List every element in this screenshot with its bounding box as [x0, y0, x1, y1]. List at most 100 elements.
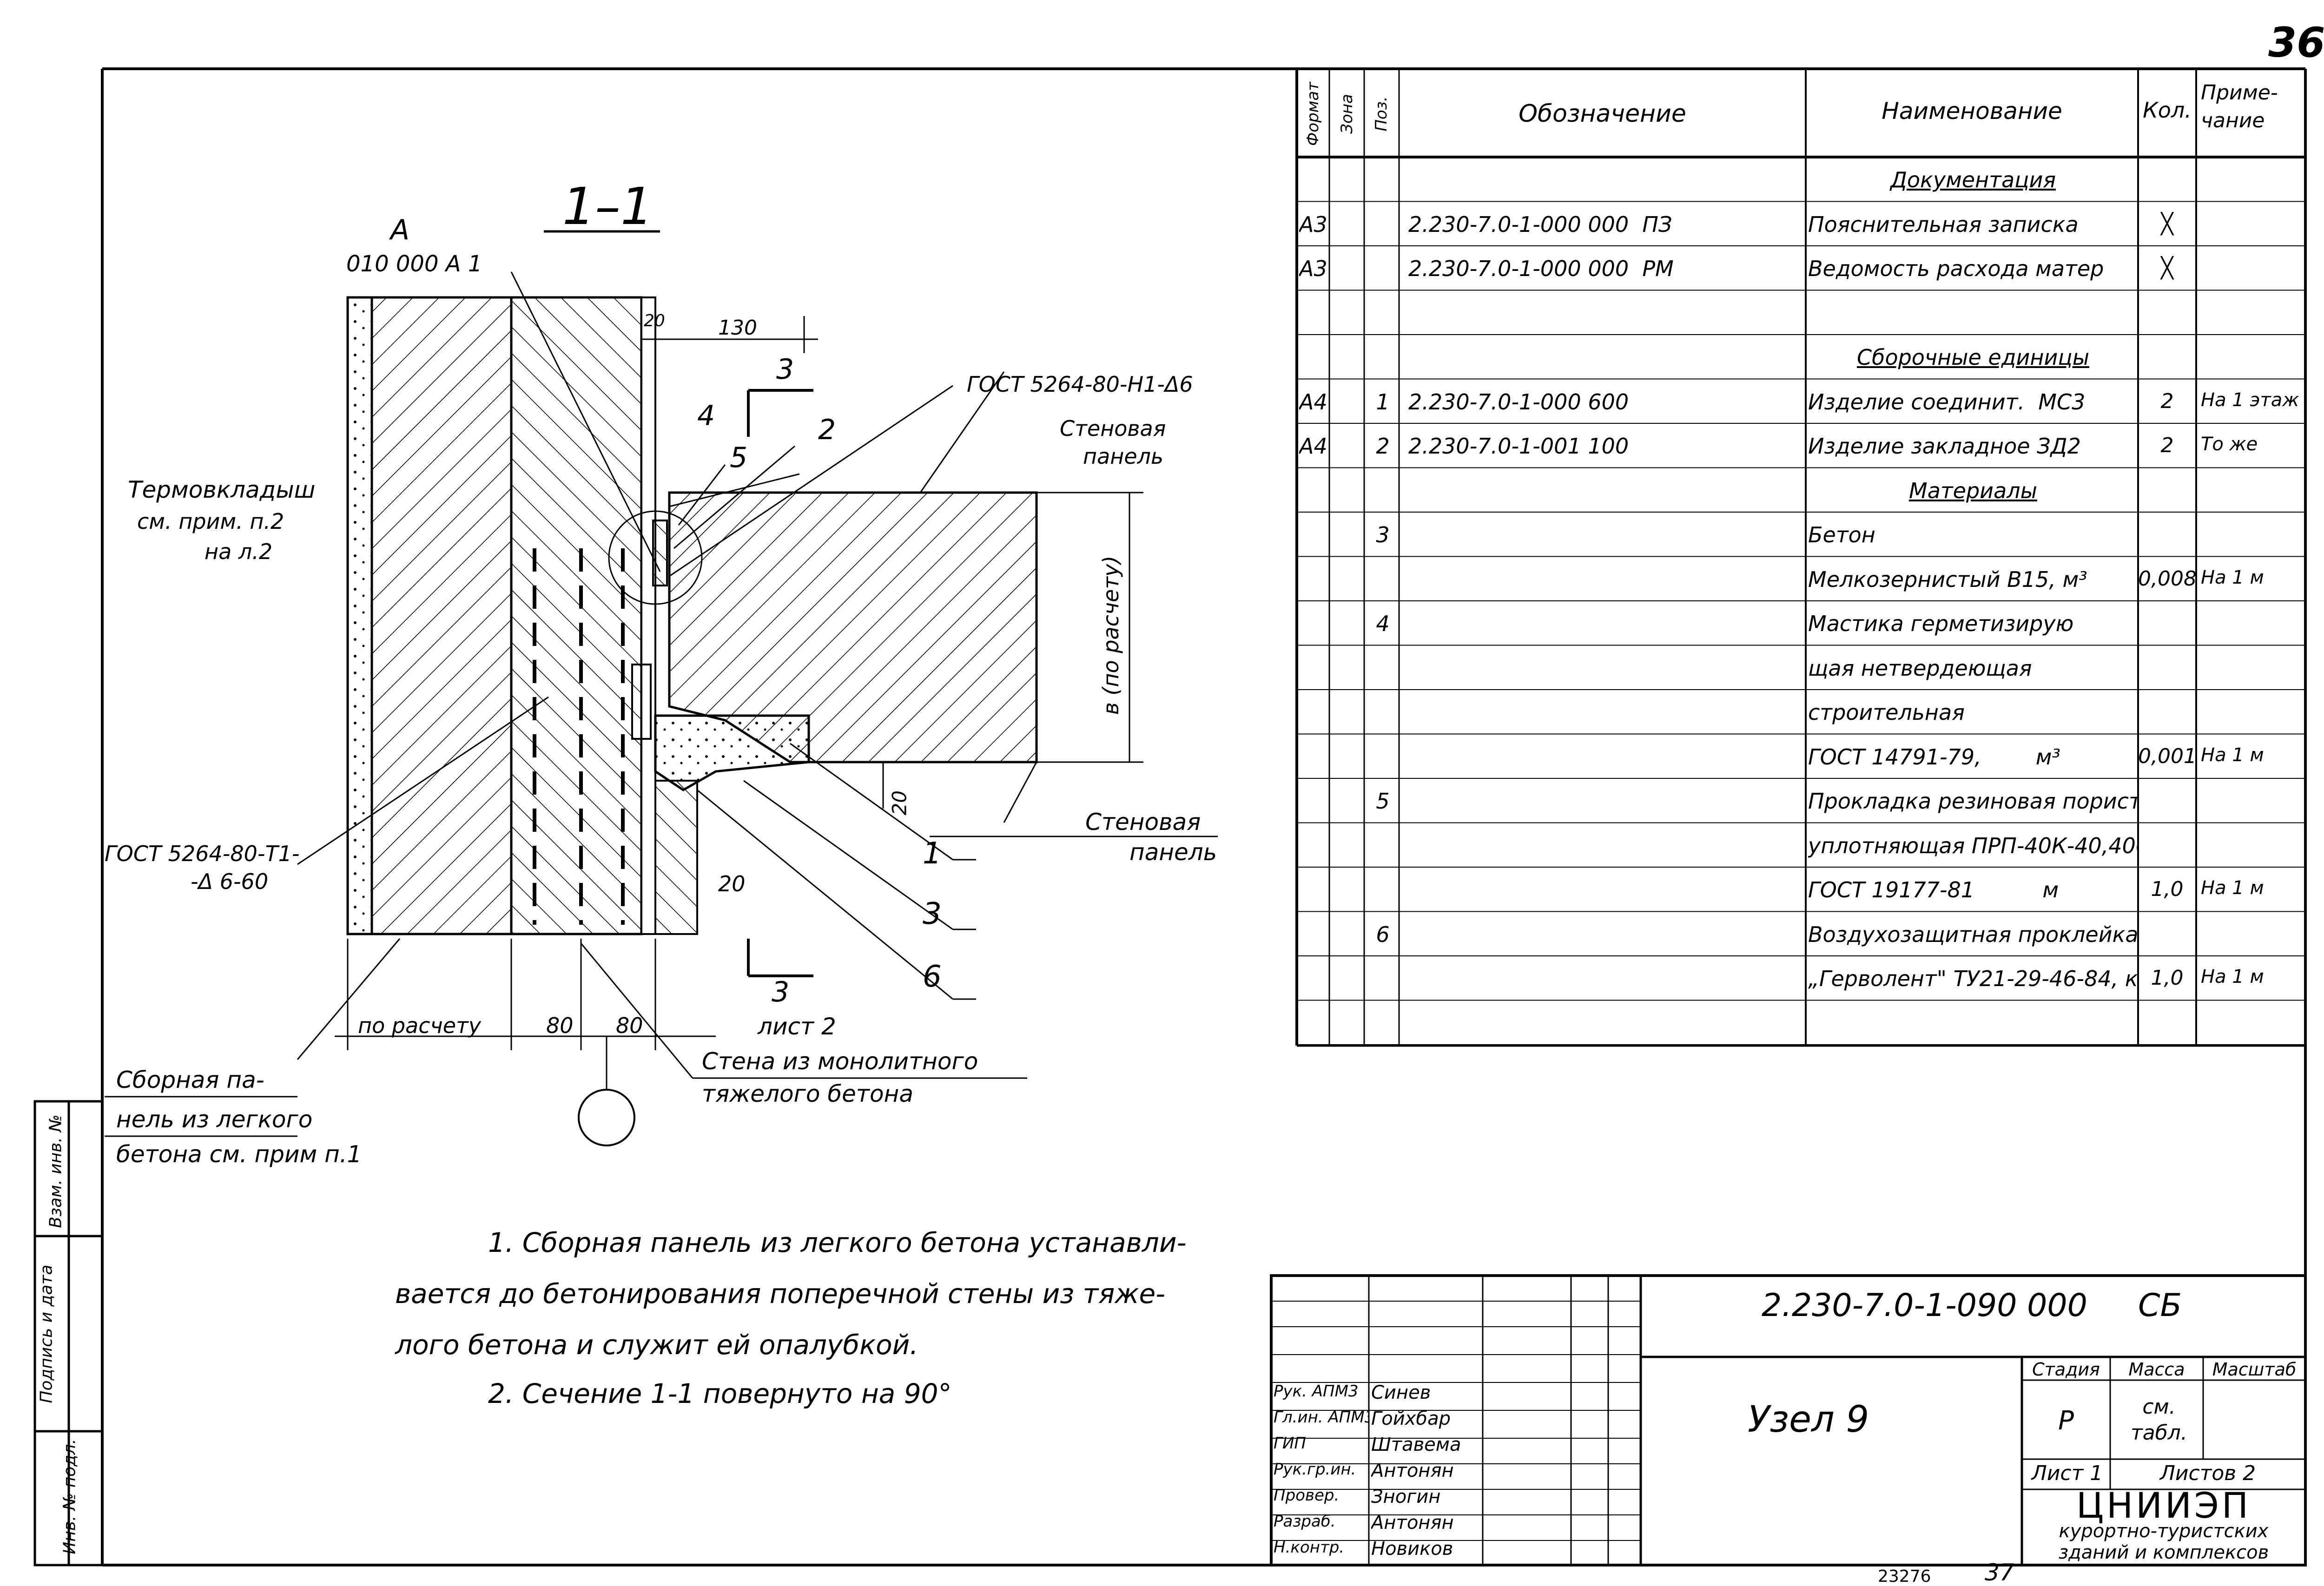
footer-page: 37 — [1985, 1559, 2014, 1586]
note-line-3: лого бетона и служит ей опалубкой. — [395, 1329, 918, 1361]
spec-cell-designation: 2.230-7.0-1-000 600 — [1408, 389, 1629, 415]
spec-cell-designation: 2.230-7.0-1-001 100 — [1408, 434, 1629, 459]
spec-header-name: Наименование — [1882, 98, 2062, 125]
spec-cell-name: Сборочные единицы — [1856, 345, 2090, 370]
spec-cell-name: щая нетвердеющая — [1808, 655, 2032, 681]
callout-6: 6 — [923, 960, 942, 994]
signer-role: Рук. АПМ3 — [1274, 1382, 1359, 1401]
spec-cell-name: строительная — [1808, 700, 1965, 725]
spec-cell-designation: 2.230-7.0-1-000 000 ПЗ — [1408, 211, 1672, 237]
spec-cell-qty: 1,0 — [2151, 966, 2184, 990]
ref-a-code: 010 000 А 1 — [346, 251, 482, 277]
spec-cell-pos: 6 — [1376, 921, 1390, 947]
monolith-wall-label-1: Стена из монолитного — [702, 1048, 978, 1075]
section-arrow-3-bottom: 3 — [772, 976, 790, 1008]
spec-cell-name: Прокладка резиновая пористая — [1808, 789, 2138, 814]
dim-20-low: 20 — [718, 871, 746, 896]
spec-cell-name: Пояснительная записка — [1808, 211, 2079, 237]
signer-role: Н.контр. — [1274, 1538, 1345, 1557]
callout-5: 5 — [730, 441, 748, 474]
weld-left-2: -Δ 6-60 — [191, 869, 269, 894]
weld-top: ГОСТ 5264-80-Н1-Δ6 — [967, 372, 1193, 397]
callout-3: 3 — [923, 897, 942, 931]
spec-cell-qty: 1,0 — [2151, 877, 2184, 901]
signer-role: ГИП — [1274, 1434, 1306, 1453]
spec-cell-qty: 0,001 — [2138, 744, 2196, 768]
spec-cell-note: На 1 м — [2201, 877, 2264, 899]
spec-cell-name: Документация — [1890, 167, 2056, 192]
stamp-inv-podl: Инв. № подл. — [60, 1439, 79, 1554]
wall-panel-right-1: Стеновая — [1085, 809, 1201, 836]
mass-label: Масса — [2128, 1359, 2185, 1380]
spec-cell-name: Материалы — [1909, 478, 2037, 503]
spec-cell-name: Бетон — [1808, 522, 1875, 547]
spec-cell-name: ГОСТ 14791-79, м³ — [1808, 744, 2060, 770]
dim-130: 130 — [718, 316, 757, 340]
dim-80b: 80 — [616, 1013, 643, 1038]
weld-left-1: ГОСТ 5264-80-Т1- — [105, 841, 300, 866]
spec-cell-qty: 2 — [2160, 389, 2174, 413]
dim-80a: 80 — [546, 1013, 574, 1038]
spec-header-note: Приме-чание — [2201, 81, 2278, 132]
doc-suffix: СБ — [2138, 1287, 2182, 1324]
spec-header-designation: Обозначение — [1519, 100, 1686, 128]
spec-cell-note: На 1 м — [2201, 744, 2264, 766]
spec-header-zone: Зона — [1338, 94, 1356, 134]
thermo-label-2: см. прим. п.2 — [137, 509, 284, 534]
note-line-2: вается до бетонирования поперечной стены… — [395, 1278, 1166, 1310]
section-title: 1–1 — [562, 177, 653, 236]
spec-cell-qty: 2 — [2160, 434, 2174, 457]
signer-name: Антонян — [1371, 1460, 1454, 1481]
spec-cell-name: „Герволент" ТУ21-29-46-84, кг — [1808, 966, 2138, 991]
org-sub-2: зданий и комплексов — [2058, 1542, 2269, 1563]
signer-name: Синев — [1371, 1382, 1431, 1403]
prefab-panel-label-3: бетона см. прим п.1 — [116, 1141, 362, 1168]
dim-po-raschetu: по расчету — [358, 1013, 482, 1038]
prefab-panel-label-1: Сборная па- — [116, 1066, 264, 1093]
spec-cell-pos: 1 — [1376, 389, 1390, 415]
drawing-title: Узел 9 — [1748, 1399, 1869, 1441]
spec-cell-format: А4 — [1299, 434, 1327, 459]
spec-cell-format: А3 — [1299, 211, 1327, 237]
spec-cell-note: На 1 м — [2201, 566, 2264, 588]
footer-code: 23276 — [1878, 1567, 1931, 1586]
org-sub-1: курортно-туристских — [2059, 1520, 2269, 1542]
signer-role: Рук.гр.ин. — [1274, 1460, 1356, 1479]
org-name: ЦНИИЭП — [2076, 1485, 2251, 1526]
prefab-panel-label-2: нель из легкого — [116, 1106, 313, 1133]
spec-cell-pos: 4 — [1376, 611, 1390, 636]
spec-cell-name: Ведомость расхода матер — [1808, 256, 2104, 281]
spec-cell-qty: 0,008 — [2138, 566, 2196, 591]
wall-panel-right-2: панель — [1129, 839, 1217, 866]
spec-cell-designation: 2.230-7.0-1-000 000 РМ — [1408, 256, 1674, 281]
doc-code: 2.230-7.0-1-090 000 — [1762, 1287, 2087, 1324]
ref-a: А — [390, 214, 410, 246]
spec-cell-name: Изделие соединит. МС3 — [1808, 389, 2086, 415]
spec-cell-pos: 5 — [1376, 789, 1390, 814]
spec-cell-note: На 1 м — [2201, 966, 2264, 987]
spec-cell-note: На 1 этаж — [2201, 389, 2299, 411]
signer-role: Провер. — [1274, 1486, 1340, 1505]
left-stamp-grid — [33, 1100, 104, 1566]
signer-role: Гл.ин. АПМ3 — [1274, 1408, 1369, 1427]
thermo-label-1: Термовкладыш — [128, 476, 316, 503]
spec-table-grid — [1295, 69, 2305, 1047]
stamp-vzam-inv: Взам. инв. № — [46, 1114, 66, 1228]
signer-name: Гойхбар — [1371, 1408, 1451, 1429]
spec-cell-qty: ╳ — [2161, 211, 2173, 236]
signer-name: Зногин — [1371, 1486, 1441, 1507]
spec-cell-qty: ╳ — [2161, 256, 2173, 280]
scale-label: Масштаб — [2212, 1359, 2297, 1380]
thermo-label-3: на л.2 — [205, 539, 273, 564]
spec-cell-format: А3 — [1299, 256, 1327, 281]
spec-header-qty: Кол. — [2143, 98, 2192, 123]
dim-20-top: 20 — [644, 311, 665, 330]
signer-role: Разраб. — [1274, 1512, 1336, 1531]
stage-label: Стадия — [2032, 1359, 2100, 1380]
spec-cell-name: Изделие закладное ЗД2 — [1808, 434, 2081, 459]
spec-cell-pos: 3 — [1376, 522, 1390, 547]
spec-cell-pos: 2 — [1376, 434, 1390, 459]
callout-1: 1 — [923, 836, 942, 871]
spec-cell-format: А4 — [1299, 389, 1327, 415]
